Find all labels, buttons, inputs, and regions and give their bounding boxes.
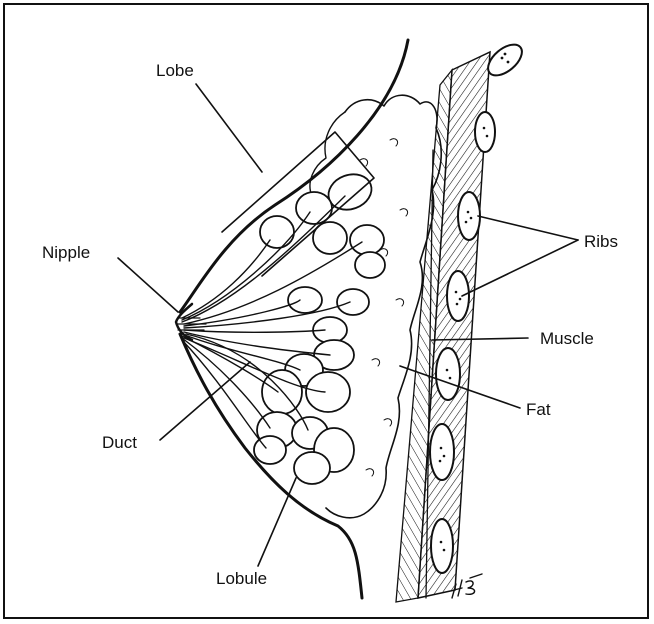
- label-lobe: Lobe: [156, 61, 194, 80]
- lobules: [254, 169, 385, 484]
- label-duct: Duct: [102, 433, 137, 452]
- label-nipple: Nipple: [42, 243, 90, 262]
- label-fat: Fat: [526, 400, 551, 419]
- breast-outline: [180, 40, 408, 598]
- label-lobule: Lobule: [216, 569, 267, 588]
- label-muscle: Muscle: [540, 329, 594, 348]
- label-ribs: Ribs: [584, 232, 618, 251]
